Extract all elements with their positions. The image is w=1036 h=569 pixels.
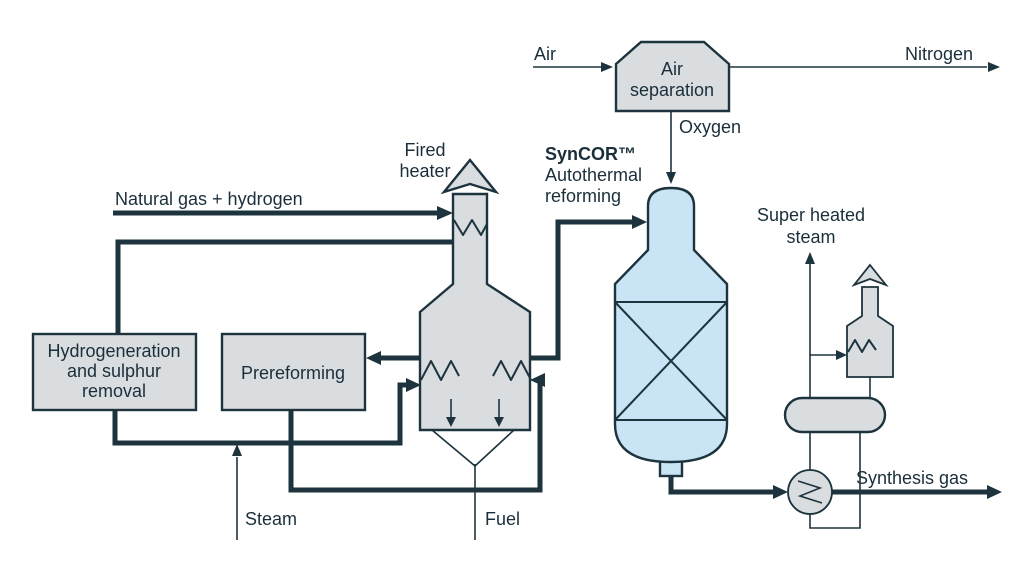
syncor-label-3: reforming bbox=[545, 186, 621, 206]
nitrogen-arrow-icon bbox=[988, 62, 1000, 72]
burner-right-arrow-icon bbox=[494, 417, 504, 427]
atr-feed-line bbox=[531, 219, 632, 361]
hydrogenation-reactor bbox=[31, 332, 198, 412]
superheated-steam-arrow-icon bbox=[805, 252, 815, 264]
natural-gas-arrow-icon bbox=[437, 206, 453, 220]
fired-heater-funnel bbox=[431, 429, 515, 468]
air-separation-unit bbox=[614, 40, 731, 113]
oxygen-arrow-icon bbox=[666, 172, 676, 184]
exchanger-drum-loop-line bbox=[809, 431, 861, 529]
nitrogen-label: Nitrogen bbox=[905, 44, 973, 64]
steam-drum-shape bbox=[783, 396, 887, 434]
air-separation-label-2: separation bbox=[630, 80, 714, 100]
synthesis-gas-label: Synthesis gas bbox=[856, 468, 968, 488]
steam-arrow-icon bbox=[232, 444, 242, 456]
superheated-steam-label-2: steam bbox=[786, 227, 835, 247]
fired-heater bbox=[418, 158, 532, 468]
heater-return-line bbox=[115, 239, 455, 336]
heater-coil-inlet-arrow-icon bbox=[406, 378, 421, 392]
hydrogenation-label-3: removal bbox=[82, 381, 146, 401]
steam-label: Steam bbox=[245, 509, 297, 529]
exchanger-inlet-arrow-icon bbox=[773, 485, 788, 499]
synthesis-gas-arrow-icon bbox=[987, 485, 1002, 499]
labels: Air Air separation Nitrogen Oxygen Fired… bbox=[47, 44, 973, 529]
air-separation-shape bbox=[614, 40, 731, 113]
heater-coil2-inlet-arrow-icon bbox=[530, 373, 545, 387]
air-arrow-icon bbox=[601, 62, 613, 72]
exchanger-zigzag-icon bbox=[797, 480, 823, 504]
hydrogenation-outlet-line bbox=[112, 382, 406, 446]
catalyst-bed-diagonal-2 bbox=[614, 301, 728, 421]
syncor-reactor bbox=[613, 186, 729, 478]
superheater-feed-arrow-icon bbox=[836, 350, 847, 360]
superheater-coil-icon bbox=[847, 339, 877, 353]
superheated-steam-label-1: Super heated bbox=[757, 205, 865, 225]
superheater-stack-icon bbox=[851, 263, 889, 287]
heater-right-coil-icon bbox=[492, 360, 532, 381]
waste-heat-exchanger bbox=[787, 469, 833, 515]
process-lines bbox=[112, 206, 1002, 499]
superheater-shape bbox=[846, 286, 894, 378]
fired-heater-label-2: heater bbox=[399, 161, 450, 181]
atr-outlet-line bbox=[668, 472, 773, 495]
prereformer bbox=[220, 332, 367, 412]
hydrogenation-label-1: Hydrogeneration bbox=[47, 341, 180, 361]
fuel-label: Fuel bbox=[485, 509, 520, 529]
fired-heater-label-1: Fired bbox=[404, 140, 445, 160]
heater-left-coil-icon bbox=[420, 360, 460, 381]
utility-lines bbox=[232, 62, 1000, 540]
air-separation-label-1: Air bbox=[661, 59, 683, 79]
hydrogenation-box bbox=[31, 332, 198, 412]
steam-drum bbox=[783, 396, 887, 434]
fired-heater-stack-icon bbox=[440, 158, 500, 195]
prereformer-feed-arrow-icon bbox=[366, 351, 381, 365]
natural-gas-label: Natural gas + hydrogen bbox=[115, 189, 303, 209]
atr-feed-arrow-icon bbox=[632, 215, 647, 229]
syncor-brand-label: SynCOR™ bbox=[545, 144, 636, 164]
prereformer-label: Prereforming bbox=[241, 363, 345, 383]
steam-superheater bbox=[846, 263, 894, 378]
hydrogenation-label-2: and sulphur bbox=[67, 361, 161, 381]
air-label: Air bbox=[534, 44, 556, 64]
syncor-label-2: Autothermal bbox=[545, 165, 642, 185]
heater-top-coil-icon bbox=[453, 219, 488, 236]
oxygen-label: Oxygen bbox=[679, 117, 741, 137]
fired-heater-shape bbox=[418, 192, 532, 432]
burner-left-arrow-icon bbox=[446, 417, 456, 427]
prereformer-box bbox=[220, 332, 367, 412]
syncor-vessel-shape bbox=[613, 186, 729, 464]
